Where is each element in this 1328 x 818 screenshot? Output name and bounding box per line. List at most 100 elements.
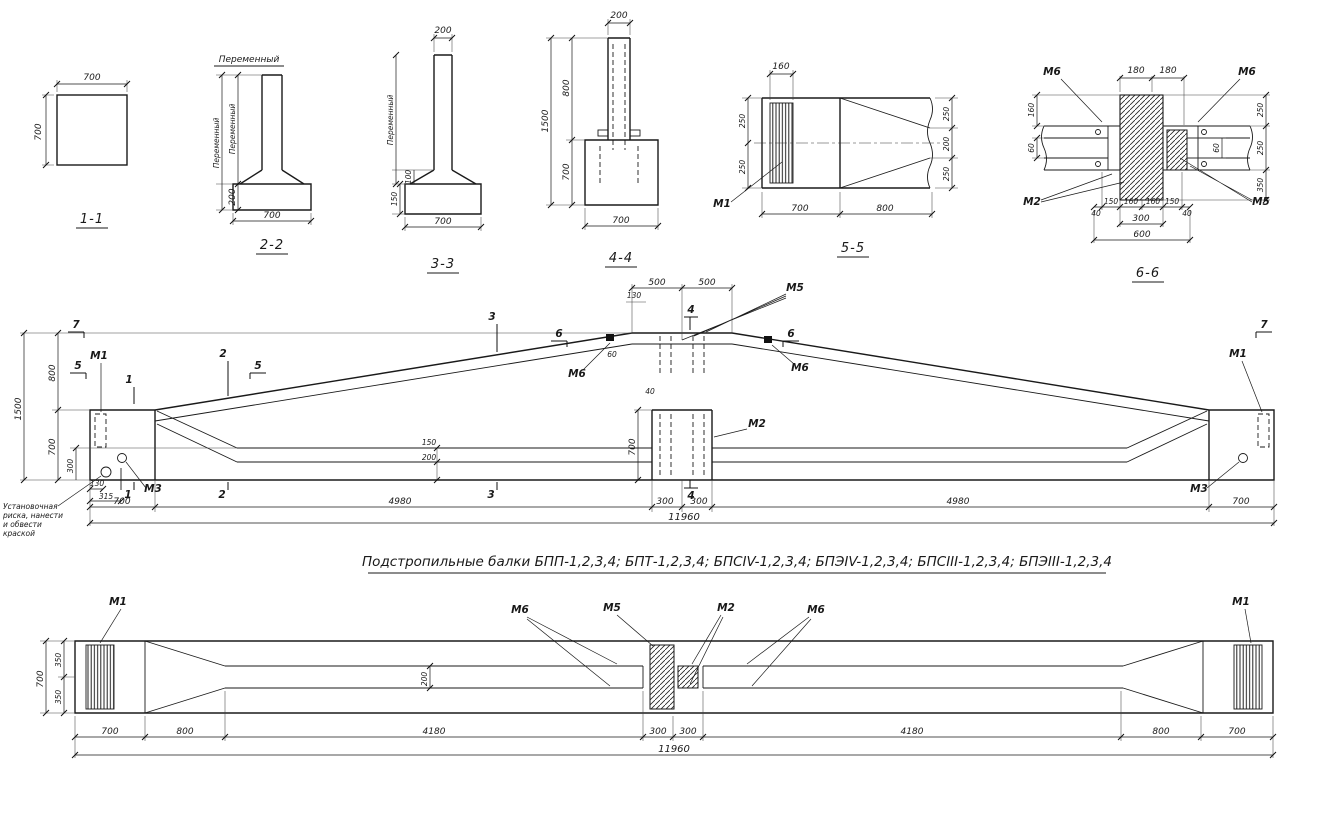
m1-plate-left-dashed [94,413,107,448]
dim-180a: 180 [1127,66,1144,76]
cut-5a: 5 [74,360,81,372]
dim-4180-r: 4180 [901,727,924,737]
beam-outline [89,332,1275,481]
setting-mark-circle [100,466,112,478]
mark-m2: М2 [717,602,735,614]
dim-700-bl: 700 [113,497,130,507]
dim-bottom: 700 [612,216,629,226]
bolt-hole [1095,129,1101,135]
mark-m2: М2 [748,418,766,430]
bottom-flange-lines [156,410,1208,463]
m6-embed-right [764,336,772,343]
section-title: 2-2 [260,238,284,253]
cut-2-bottom: 2 [218,489,225,501]
cut-4-top-flag [684,316,698,330]
dimension-lines [550,22,658,227]
extension-lines [392,34,482,231]
cut-1-bottom: 1 [124,489,131,501]
mark-m5: М5 [1252,196,1270,208]
dim-700-r: 700 [1228,727,1245,737]
dim-40l: 40 [1091,209,1101,218]
dim-300: 300 [1132,214,1149,224]
cut-5b-flag [249,372,266,379]
note-line-2: риска, нанести [2,511,63,520]
section-3-3: 200 Переменный 100 150 700 3-3 [386,26,485,274]
m5-leaders [1179,157,1253,203]
mark-m1-left: М1 [109,596,127,608]
m1-plate-right-dashed [1257,413,1270,448]
cut-4-bottom: 4 [686,490,694,502]
dim-700: 700 [791,204,808,214]
m2-leaders [1040,173,1125,203]
cut-6b: 6 [787,328,794,340]
dim-bottom: 700 [263,211,280,221]
dim-top: 200 [434,26,451,36]
dim-160a: 160 [1124,197,1139,206]
mark-m3-right: М3 [1190,483,1208,495]
dimension-lines [221,75,311,222]
m1-leader [730,161,783,203]
tick-marks [1033,74,1270,244]
dim-right-250a: 250 [1256,103,1265,118]
dimension-lines [45,83,127,165]
dim-130-bottom: 130 [90,479,105,488]
note-line-4: краской [3,529,35,538]
section-2-2: Переменный Переменный 200 Переменный 700… [212,55,315,255]
dim-right-350: 350 [1256,178,1265,193]
tick-marks [547,19,662,230]
dim-right-200: 200 [942,137,951,152]
mark-m6-right: М6 [807,604,825,616]
stem-outline [409,54,477,185]
dim-total: 11960 [658,744,690,755]
section-1-1: 700 700 1-1 [34,73,131,229]
extension-lines [42,80,128,166]
dim-40: 40 [645,387,655,396]
m1-right-leader [1244,608,1252,644]
dim-4980-l: 4980 [389,497,412,507]
dim-700-l: 700 [101,727,118,737]
dim-500b: 500 [698,278,715,288]
section-cut-marks: 7 7 5 5 1 1 2 2 3 3 4 4 6 6 [68,304,1272,502]
m2-leader [713,428,748,438]
dim-150b: 150 [1165,197,1180,206]
m5-leaders [681,293,787,341]
mark-m1-right: М1 [1229,348,1247,360]
m3-left-leader [125,461,147,489]
extension-lines [1032,76,1270,243]
m1-plate-right-hatch [1233,644,1263,710]
mark-m6-left: М6 [511,604,529,616]
square-outline [56,94,128,166]
dim-800: 800 [876,204,893,214]
base-plate-right [629,129,641,137]
cut-7-right: 7 [1260,319,1268,331]
dim-top: 700 [83,73,100,83]
dim-130-top: 130 [627,291,642,300]
m6-left-leader [1060,78,1103,123]
dim-300-b: 300 [679,727,696,737]
dim-right-60: 60 [1212,143,1221,153]
cut-2-top: 2 [219,348,226,360]
taper-lines [144,640,1204,714]
base-plate-left [597,129,609,137]
section-title: 4-4 [609,251,633,266]
tick-marks [744,70,956,218]
dim-180b: 180 [1159,66,1176,76]
dim-300: 300 [66,459,75,474]
tick-marks [42,80,131,169]
dim-200: 200 [228,188,238,205]
m1-plate-left-hatch [85,644,115,710]
dim-40r: 40 [1182,209,1192,218]
m3-hole-right [1238,453,1248,463]
dim-left-160: 160 [1027,103,1036,118]
stem-outline [239,74,305,185]
extension-lines [20,284,1275,526]
dim-800-l: 800 [176,727,193,737]
tick-marks [218,71,315,225]
m6-embed-left [606,334,614,341]
dim-top: 200 [610,11,627,21]
end-blocks [154,410,1210,480]
dim-700-v: 700 [36,670,46,687]
dim-150a: 150 [1104,197,1119,206]
mark-m5: М5 [786,282,804,294]
